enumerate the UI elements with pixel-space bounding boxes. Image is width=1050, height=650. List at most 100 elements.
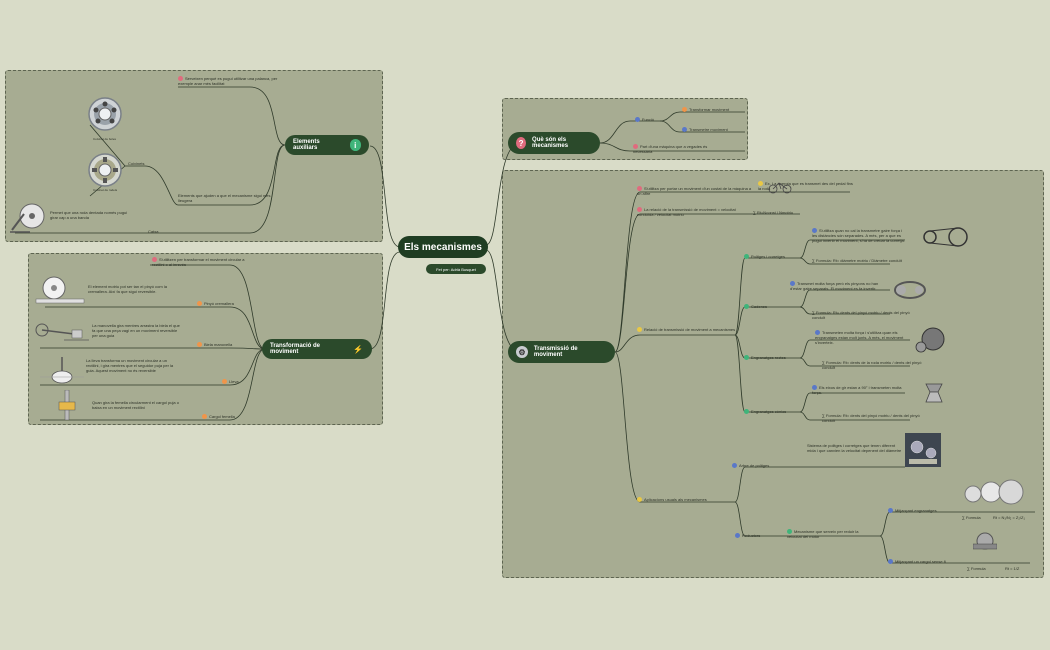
gear-icon [635,117,640,123]
bullet-icon [152,257,157,263]
bullet-icon [790,281,795,287]
chain-image [894,281,926,299]
worm-gear-image [973,532,997,550]
reductors-label: Reductors [735,533,760,539]
arbre-label: Arbre de politges [732,463,769,469]
roller-bearing-caption: Coixinet de rodets [93,188,118,192]
formula-icon: ∑ [967,566,971,571]
bullet-icon [637,186,642,192]
bullet-icon [815,330,820,336]
region-elements-auxiliars [5,70,383,242]
bullet-icon [812,385,817,391]
cam-follower-image [40,357,84,384]
aux-note-1: Serveixen perquè es pugui utilitzar una … [178,76,278,87]
pulley-tree-image [905,433,941,467]
pulley-belt-image [923,227,968,247]
formula-icon: ∑ [812,258,816,263]
spur-gears-image [915,327,945,353]
conics-label: Engranatges cònics [744,409,786,415]
bullet-icon [197,342,202,348]
node-transmissio[interactable]: ⚙ Transmissió de moviment [508,341,615,363]
bullet-icon [787,529,792,535]
politges-label: Politges i corretges [744,254,785,260]
bullet-icon [197,301,202,307]
biela-desc: La manovella gira mentres arrastra la bi… [92,323,180,338]
author-label: Fet per: Adrià Busquet [426,264,486,274]
bicycle-image [768,182,792,194]
engr-desc: Transmeten molta força i s'utilitza quan… [815,330,904,346]
trans-aplicacions: Aplicacions usuals als mecanismes [637,497,707,503]
bike-icon [758,181,763,187]
bullet-icon [732,463,737,469]
biela-label: Biela manovella [197,342,232,348]
bullet-icon [888,508,893,514]
cargol-desc: Quan gira la femella circularment el car… [92,400,179,410]
rack-pinion-image [35,276,85,304]
node-transformacio-label: Transformació de moviment [270,343,321,355]
trans-relacio: Relació de transmissió de moviment a mec… [637,327,737,333]
bullet-icon [178,76,183,82]
que-def: Part d'una màquina que a vegades és nece… [633,144,708,155]
politges-desc: S'utilitza quan no cal la transmetre gai… [812,228,905,244]
bullet-icon [637,207,642,213]
conics-formula: ∑ Formula: Rt= dents del pinyó motriu / … [822,413,920,423]
bullet-icon [744,409,749,415]
bullet-icon [637,327,642,333]
bullet-icon [633,144,638,150]
bullet-icon [744,355,749,361]
formula-label: ∑ Formula [962,515,981,520]
formula-icon: ∑ [962,515,966,520]
cadenes-formula: ∑ Formula: Rt= dents del pinyó motriu / … [812,310,910,320]
bullet-icon [812,228,817,234]
politges-formula: ∑ Formula: Rt= diàmetre motriu / Diàmetr… [812,258,902,263]
mitj-engr-label: Mitjançant engranatges [888,508,937,514]
info-icon: i [349,139,361,151]
trans-s1-example: Ex. La energia que es transmet des del p… [758,181,853,192]
reductors-desc: Mecanisme que serveix per reduir la velo… [787,529,859,540]
lleva-desc: La lleva transforma un moviment circular… [86,358,174,373]
pinyo-label: Pinyó cremallera [197,301,234,307]
que-transformar: Transformar moviment [682,107,729,113]
gears-icon: ⚙ [516,346,528,358]
conics-desc: Els eixos de gir estan a 90° i transmete… [812,385,902,396]
bullet-icon [888,559,893,565]
gear-train-image [964,479,1024,505]
central-topic[interactable]: Els mecanismes [398,236,488,258]
formula-icon: ∑ [812,310,816,315]
bullet-icon [735,533,740,539]
cadenes-label: Cadenes [744,304,767,310]
lleva-label: Lleva [222,379,239,385]
node-transformacio[interactable]: Transformació de moviment ⚡ [262,339,372,359]
crank-rod-image [35,323,89,341]
formula2-label: ∑ Formula [967,566,986,571]
bullet-icon [202,414,207,420]
node-que-son[interactable]: ? Què són els mecanismes [508,132,600,154]
aux-catxa-desc: Permet que una roda dentada només pugui … [50,210,128,220]
formula-icon: ∑ [753,210,757,215]
transf-intro: S'utilitzen per transformar el moviment … [152,257,245,268]
node-transmissio-label: Transmissió de moviment [533,346,578,358]
screw-nut-image [58,390,76,420]
trans-s2-formula: ∑ Rt=Nconst / Nmotriu [753,210,794,215]
roller-bearing-image [88,153,122,187]
bevel-gears-image [925,383,943,403]
aux-coixinets: Coixinets [128,161,145,166]
ball-bearing-image [88,97,122,131]
lightning-icon: ⚡ [353,344,364,354]
node-que-son-label: Què són els mecanismes [532,137,569,149]
pinyo-desc: El element motriu pot ser tan el pinyó c… [88,284,167,294]
region-transmissio [502,170,1044,578]
node-elements-auxiliars[interactable]: Elements auxiliars i [285,135,369,155]
bullet-icon [637,497,642,503]
que-transmetre: Transmetre moviment [682,127,728,133]
question-icon: ? [516,137,527,149]
trans-s1: S'utilitza per portar un moviment d'un c… [637,186,752,197]
engr-formula: ∑ Formula: Rt= dents de la roda motriu /… [822,360,922,370]
formula-value: Rt = N₁/N₂ = Z₂/Z₁ [993,515,1025,520]
cadenes-desc: Transmet molta força però els pinyons no… [790,281,879,292]
formula2-value: Rt = 1/Z [1005,566,1020,571]
aux-note-2: Elements que ajuden a que el mecanisme s… [178,193,271,203]
engr-label: Engranatges rectes [744,355,786,361]
bullet-icon [222,379,227,385]
trans-s2: La relació de la transmissió de moviment… [637,207,736,218]
